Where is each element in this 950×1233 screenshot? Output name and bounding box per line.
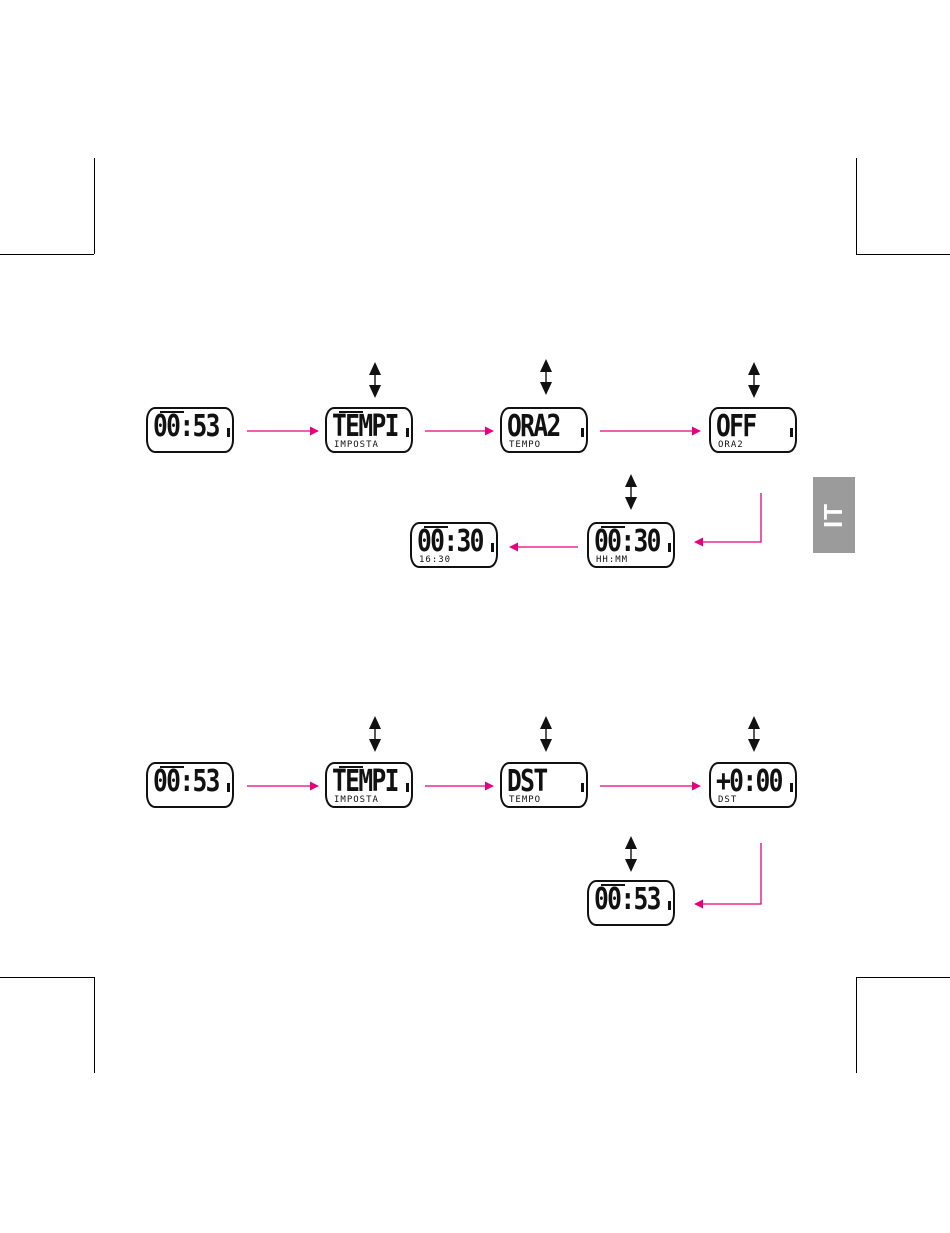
display-main-text: TEMPI <box>332 766 393 798</box>
display-side-indicator <box>790 428 793 437</box>
up-down-arrow-icon <box>369 716 381 752</box>
watch-display-time: 00:53 <box>146 407 234 453</box>
display-main-text: 00:53 <box>153 411 214 443</box>
up-down-arrow-icon <box>540 359 552 395</box>
watch-display-dst: DST TEMPO <box>500 762 588 808</box>
display-sub-text: ORA2 <box>718 441 744 450</box>
watch-display-tempi: TEMPI IMPOSTA <box>325 762 413 808</box>
display-main-text: TEMPI <box>332 411 393 443</box>
watch-display-time: 00:53 <box>146 762 234 808</box>
display-sub-text: TEMPO <box>509 796 541 805</box>
up-down-arrow-icon <box>748 716 760 752</box>
display-side-indicator <box>227 428 230 437</box>
display-sub-text: IMPOSTA <box>334 441 379 450</box>
display-main-text: 00:53 <box>594 884 655 916</box>
display-main-text: 00:30 <box>594 526 655 558</box>
display-sub-text: TEMPO <box>509 441 541 450</box>
display-main-text: ORA2 <box>507 411 568 443</box>
display-side-indicator <box>668 543 671 552</box>
display-main-text: OFF <box>716 411 777 443</box>
display-side-indicator <box>668 901 671 910</box>
watch-display-ora2: ORA2 TEMPO <box>500 407 588 453</box>
up-down-arrow-icon <box>625 474 637 510</box>
display-sub-text: IMPOSTA <box>334 796 379 805</box>
display-side-indicator <box>406 428 409 437</box>
up-down-arrow-icon <box>369 362 381 398</box>
display-main-text: DST <box>507 766 568 798</box>
watch-display-off: OFF ORA2 <box>709 407 797 453</box>
watch-display-result: 00:30 16:30 <box>410 522 498 568</box>
watch-display-offset: +0:00 DST <box>709 762 797 808</box>
up-down-arrow-icon <box>625 836 637 872</box>
display-side-indicator <box>491 543 494 552</box>
flow-arrow <box>695 493 761 542</box>
display-sub-text: DST <box>718 796 737 805</box>
watch-display-tempi: TEMPI IMPOSTA <box>325 407 413 453</box>
display-main-text: +0:00 <box>716 766 777 798</box>
flow-arrow <box>695 843 761 904</box>
watch-display-time-result: 00:53 <box>587 880 675 926</box>
display-main-text: 00:30 <box>417 526 478 558</box>
display-side-indicator <box>790 783 793 792</box>
up-down-arrow-icon <box>540 716 552 752</box>
display-side-indicator <box>581 428 584 437</box>
display-sub-text: HH:MM <box>596 556 628 565</box>
up-down-arrow-icon <box>748 362 760 398</box>
display-side-indicator <box>581 783 584 792</box>
watch-display-hhmm: 00:30 HH:MM <box>587 522 675 568</box>
display-main-text: 00:53 <box>153 766 214 798</box>
display-sub-text: 16:30 <box>419 556 451 565</box>
display-side-indicator <box>227 783 230 792</box>
display-side-indicator <box>406 783 409 792</box>
